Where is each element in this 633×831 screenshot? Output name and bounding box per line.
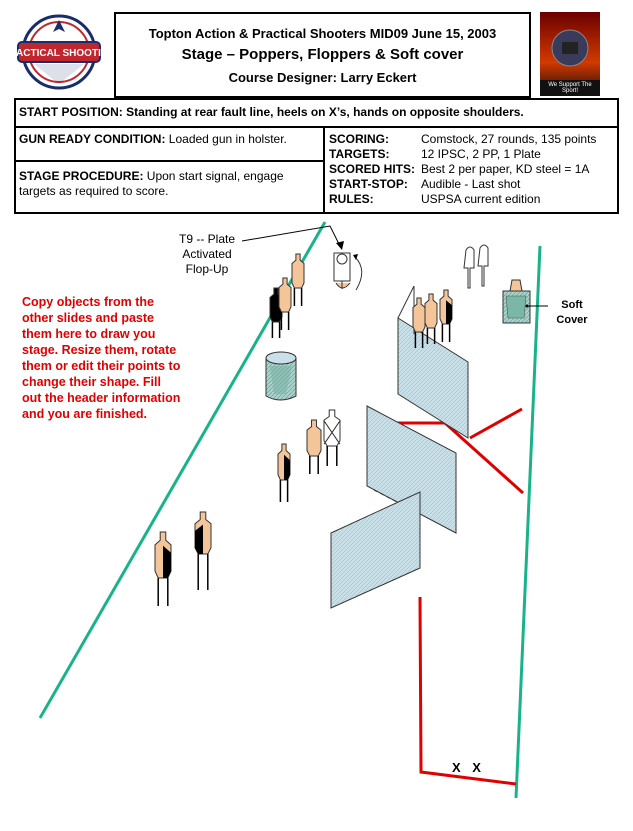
ipsc-target-icon — [424, 293, 438, 344]
spec-row: SCORED HITS: Best 2 per paper, KD steel =… — [329, 162, 619, 176]
header-line-2: Stage – Poppers, Floppers & Soft cover — [181, 46, 464, 63]
barrier-panel-middle — [366, 405, 457, 534]
header-box: Topton Action & Practical Shooters MID09… — [114, 12, 531, 98]
right-fault-line — [514, 245, 542, 799]
we-support-the-sport-logo-icon: We Support The Sport! — [540, 12, 600, 96]
spec-label: SCORED HITS: — [329, 162, 416, 176]
plate-caption-line-2: Activated — [182, 247, 232, 261]
barrel-icon — [265, 351, 297, 401]
plate-caption: T9 -- Plate Activated Flop-Up — [160, 232, 254, 277]
ipsc-target-icon — [291, 253, 305, 306]
flop-up-plate-icon — [333, 252, 363, 291]
header-line-3: Course Designer: Larry Eckert — [228, 70, 417, 85]
spec-value: USPSA current edition — [421, 192, 541, 206]
plate-caption-line-3: Flop-Up — [185, 262, 229, 276]
stage-procedure-value-1: Upon start signal, engage — [146, 169, 284, 183]
start-marks: X X — [452, 760, 481, 775]
spec-label: SCORING: — [329, 132, 389, 146]
ipsc-targets — [154, 253, 453, 606]
spec-value: Audible - Last shot — [421, 177, 521, 191]
rear-wall-line — [418, 596, 517, 786]
ipsc-target-icon — [277, 443, 291, 502]
spec-value: Comstock, 27 rounds, 135 points — [421, 132, 597, 146]
popper-pair-icon — [463, 244, 489, 289]
ipsc-target-icon — [439, 289, 453, 342]
ipsc-target-icon — [154, 531, 172, 606]
gun-ready-value: Loaded gun in holster. — [168, 132, 287, 146]
svg-text:PRACTICAL SHOOTING: PRACTICAL SHOOTING — [14, 48, 104, 59]
instructions-text: Copy objects from the other slides and p… — [22, 295, 181, 421]
spec-row: RULES: USPSA current edition — [329, 192, 619, 206]
spec-label: START-STOP: — [329, 177, 408, 191]
uspsa-logo-icon: PRACTICAL SHOOTING — [2, 12, 116, 92]
soft-cover-line-1: Soft — [561, 299, 583, 311]
gun-ready-box: GUN READY CONDITION: Loaded gun in holst… — [14, 126, 325, 162]
soft-cover-icon — [502, 279, 548, 324]
header-line-1: Topton Action & Practical Shooters MID09… — [148, 26, 497, 41]
spec-row: START-STOP: Audible - Last shot — [329, 177, 619, 191]
stage-procedure-value-2: targets as required to score. — [19, 184, 169, 198]
barrier-panel-lower — [330, 491, 421, 609]
ipsc-target-icon — [278, 277, 292, 330]
spec-value: 12 IPSC, 2 PP, 1 Plate — [421, 147, 541, 161]
start-position-label: START POSITION: — [19, 105, 123, 119]
wall-line-right — [469, 407, 523, 440]
ipsc-target-icon — [412, 297, 426, 348]
start-position-value: Standing at rear fault line, heels on X’… — [126, 105, 524, 119]
spec-row: TARGETS: 12 IPSC, 2 PP, 1 Plate — [329, 147, 619, 161]
stage-procedure-box: STAGE PROCEDURE: Upon start signal, enga… — [14, 160, 325, 214]
plate-pointer-line — [241, 225, 341, 247]
barrier-panel-upper — [397, 317, 469, 439]
ipsc-target-icon — [194, 511, 212, 590]
right-logo-text: We Support The Sport! — [548, 82, 592, 94]
gun-ready-label: GUN READY CONDITION: — [19, 132, 166, 146]
spec-label: RULES: — [329, 192, 374, 206]
start-position-box: START POSITION: Standing at rear fault l… — [14, 98, 619, 128]
plate-caption-line-1: T9 -- Plate — [178, 232, 235, 246]
spec-value: Best 2 per paper, KD steel = 1A — [421, 162, 590, 176]
ipsc-target-icon — [323, 409, 341, 466]
spec-label: TARGETS: — [329, 147, 390, 161]
spec-row: SCORING: Comstock, 27 rounds, 135 points — [329, 132, 619, 146]
soft-cover-caption: Soft Cover — [552, 298, 592, 328]
ipsc-target-icon — [306, 419, 322, 474]
stage-procedure-label: STAGE PROCEDURE: — [19, 169, 144, 183]
soft-cover-line-2: Cover — [556, 314, 588, 326]
